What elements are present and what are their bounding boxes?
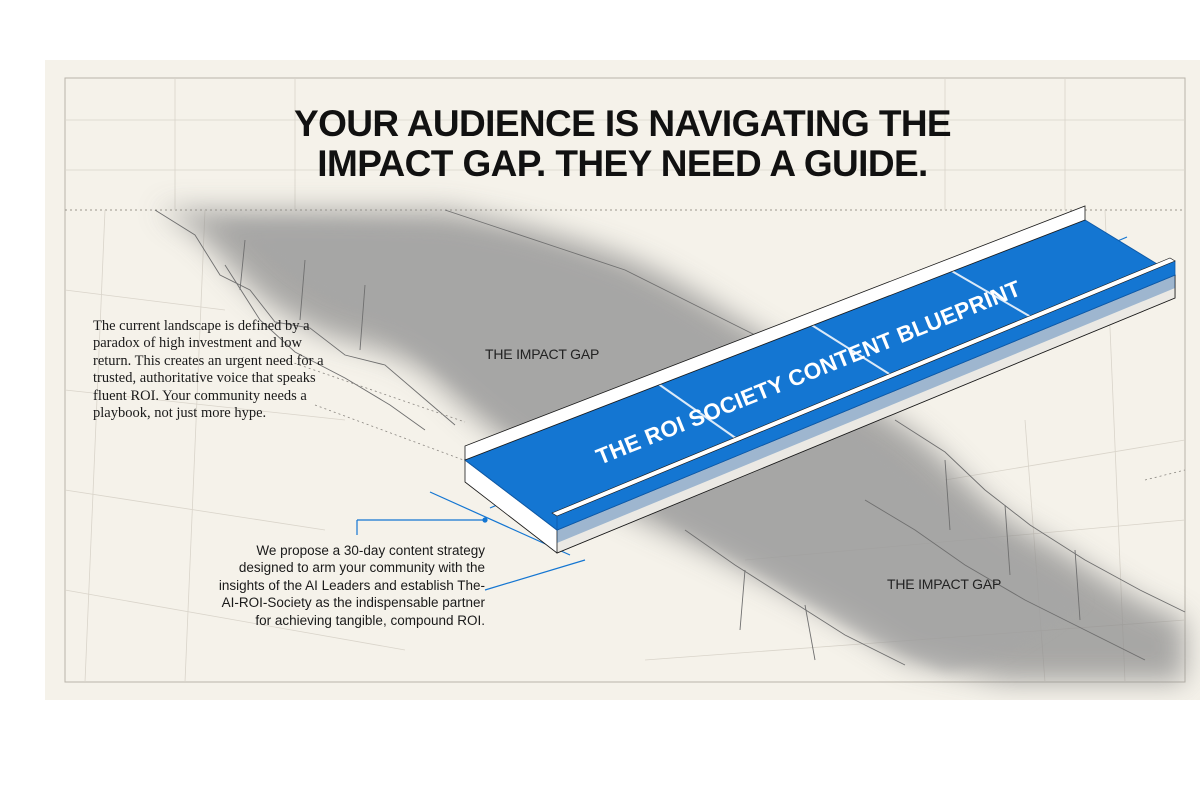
headline-line-1: YOUR AUDIENCE IS NAVIGATING THE — [293, 103, 952, 144]
bridge-rear-curb — [464, 205, 1086, 461]
illustration: THE ROI SOCIETY CONTENT BLUEPRINT — [64, 77, 1186, 683]
headline-line-2: IMPACT GAP. THEY NEED A GUIDE. — [317, 143, 928, 184]
guide-lines — [284, 359, 1186, 481]
frame-border — [64, 77, 1186, 683]
infographic-canvas: THE ROI SOCIETY CONTENT BLUEPRINT YOUR A… — [45, 60, 1200, 700]
headline: YOUR AUDIENCE IS NAVIGATING THE IMPACT G… — [45, 104, 1200, 184]
impact-gap-label-lower: THE IMPACT GAP — [887, 576, 1002, 592]
bridge-blueprint — [463, 205, 1177, 554]
proposal-paragraph: We propose a 30-day content strategy des… — [218, 543, 485, 628]
intro-paragraph: The current landscape is defined by a pa… — [93, 318, 324, 422]
impact-gap-label-upper: THE IMPACT GAP — [485, 346, 600, 362]
cliff-contours — [154, 209, 1186, 666]
